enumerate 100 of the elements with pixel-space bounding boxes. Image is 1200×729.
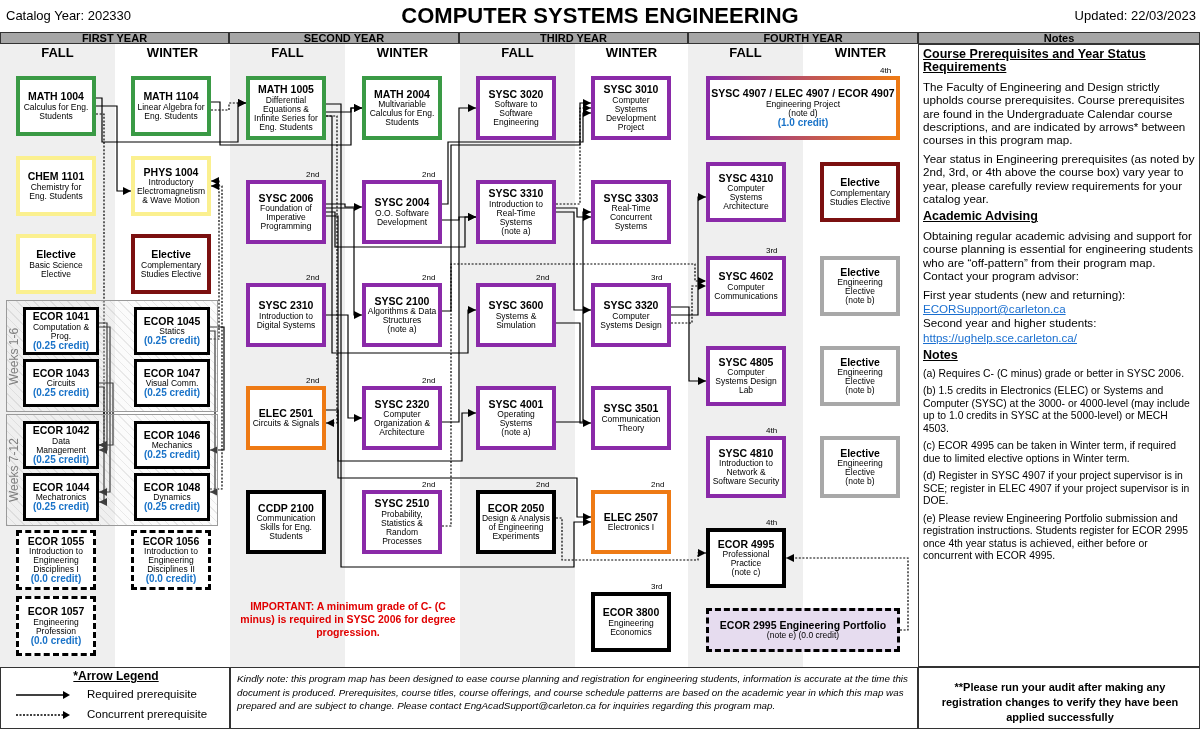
warning-note: IMPORTANT: A minimum grade of C- (C minus) is required in SYSC 2006 for degree progression. xyxy=(239,600,457,636)
course-box xyxy=(246,490,326,554)
course-title: Algorithms & Data Structures xyxy=(367,307,437,326)
course-title: Basic Science Elective xyxy=(28,260,84,279)
year-status-note: 2nd xyxy=(536,480,550,489)
course-title: Mechatronics xyxy=(35,493,87,502)
course-box xyxy=(476,180,556,244)
course-title: (note a) xyxy=(387,325,417,335)
course-code: SYSC 4907 / ELEC 4907 / ECOR 4907 xyxy=(711,88,895,100)
dashed-arrow xyxy=(209,181,223,490)
course-code: SYSC 2320 xyxy=(374,398,430,411)
course-code: ECOR 3800 xyxy=(602,607,660,619)
course-code: ECOR 1056 xyxy=(142,535,200,547)
course-box xyxy=(476,386,556,450)
course-title: Multivariable Calculus for Eng. Students xyxy=(368,100,436,128)
course-title: Engineering Elective xyxy=(836,459,884,478)
course-code: ECOR 2995 Engineering Portfolio xyxy=(719,619,887,632)
arrow xyxy=(209,330,219,497)
course-box xyxy=(820,436,900,498)
course-code: ECOR 1043 xyxy=(32,367,90,379)
course-code: CCDP 2100 xyxy=(258,502,314,514)
credit-value: (0.25 credit) xyxy=(143,336,201,347)
credit-value: (0.0 credit) xyxy=(30,635,82,646)
course-box xyxy=(16,76,96,136)
course-title: (note a) xyxy=(501,226,531,236)
paragraph: The Faculty of Engineering and Design strictly upholds course prerequisites. Course prerequisites are found in the Undergraduate Calendar course descriptions, and are indicated by arrows* between courses in this program map. xyxy=(923,79,1187,147)
course-box xyxy=(820,162,900,222)
course-box xyxy=(476,283,556,347)
course-title: (note d) xyxy=(788,108,818,118)
year-status-note: 3rd xyxy=(651,582,663,591)
course-code: ECOR 1046 xyxy=(143,429,201,441)
course-title: Electronics I xyxy=(607,523,655,533)
course-code: PHYS 1004 xyxy=(143,166,199,178)
course-title: Chemistry for Eng. Students xyxy=(28,182,84,201)
course-title: (note c) xyxy=(731,568,761,578)
course-title: Design & Analysis of Engineering Experiments xyxy=(481,514,551,542)
course-title: Engineering Project xyxy=(765,99,841,109)
year-status-note: 2nd xyxy=(422,480,436,489)
course-box xyxy=(820,256,900,316)
url-link: https://ughelp.sce.carleton.ca/ xyxy=(923,330,1078,345)
arrow xyxy=(555,207,592,222)
course-box xyxy=(131,530,211,590)
course-title: (note a) xyxy=(501,428,531,438)
dashed-arrow xyxy=(209,176,220,340)
course-code: SYSC 4805 xyxy=(718,356,774,369)
course-code: SYSC 3320 xyxy=(603,300,659,312)
group-label: Weeks 1-6 xyxy=(7,326,21,387)
term-header: FALL xyxy=(500,45,535,59)
arrow xyxy=(325,207,363,320)
course-title: Communication Skills for Eng. Students xyxy=(255,514,317,542)
arrow xyxy=(325,215,477,462)
course-title: Professional Practice xyxy=(721,550,771,569)
course-title: Circuits xyxy=(46,379,76,388)
course-box xyxy=(134,473,210,521)
course-title: Linear Algebra for Eng. Students xyxy=(136,102,206,121)
course-code: ELEC 2507 xyxy=(603,511,659,523)
course-code: SYSC 3010 xyxy=(603,84,659,96)
arrow xyxy=(98,322,108,455)
course-box xyxy=(706,608,900,652)
course-box xyxy=(706,76,900,140)
course-title: (note e) (0.0 credit) xyxy=(766,631,840,641)
course-box xyxy=(134,421,210,469)
course-box xyxy=(246,386,326,450)
arrow xyxy=(325,409,592,522)
course-code: ECOR 2050 xyxy=(487,502,545,514)
course-title: (note b) xyxy=(845,477,875,487)
arrow xyxy=(441,212,477,423)
year-header: FOURTH YEAR xyxy=(688,32,918,44)
disclaimer-text: Kindly note: this program map has been designed to ease course planning and registration for engineering students, information is accurate at the time this document is produced. Prerequisites, course titles, course offerings, and course schedule patterns are based on the academic year in which this map was prepared and are subject to change. Please contact EngAcadSupport@carleton.ca for inquiries regarding this program map. xyxy=(237,672,909,713)
arrow xyxy=(209,326,225,455)
course-code: ECOR 1045 xyxy=(143,315,201,327)
arrow xyxy=(325,202,363,212)
note-text: (c) ECOR 4995 can be taken in Winter term, if required due to limited elective options in Winter term. xyxy=(923,440,1177,466)
credit-value: (0.25 credit) xyxy=(32,340,90,351)
year-status-note: 2nd xyxy=(306,273,320,282)
credit-value: (0.25 credit) xyxy=(32,388,90,399)
credit-value: (0.25 credit) xyxy=(32,502,90,513)
year-status-note: 2nd xyxy=(422,376,436,385)
credit-value: (0.25 credit) xyxy=(143,388,201,399)
course-code: ECOR 1044 xyxy=(32,481,90,493)
year-header: SECOND YEAR xyxy=(229,32,459,44)
course-title: Computer Systems Architecture xyxy=(722,184,770,212)
course-box xyxy=(706,346,786,406)
course-title: Computer Systems Development Project xyxy=(604,95,658,132)
course-title: Real-Time Concurrent Systems xyxy=(608,204,654,232)
course-box xyxy=(362,283,442,347)
course-code: MATH 1005 xyxy=(258,84,314,96)
course-box xyxy=(591,180,671,244)
course-title: Engineering Elective xyxy=(836,368,884,387)
year-status-note: 2nd xyxy=(306,170,320,179)
course-code: Elective xyxy=(840,266,880,278)
course-title: Computer Organization & Architecture xyxy=(372,410,432,438)
course-code: SYSC 3303 xyxy=(603,192,659,204)
course-box xyxy=(23,473,99,521)
section-heading: Academic Advising xyxy=(923,210,1039,224)
note-text: (d) Register in SYSC 4907 if your project supervisor is in SCE; register in ELEC 4907 if your project supervisor is in DOE. xyxy=(923,470,1191,508)
course-title: Visual Comm. xyxy=(145,379,199,388)
year-status-note: 3rd xyxy=(766,246,778,255)
credit-value: (0.25 credit) xyxy=(143,450,201,461)
course-code: SYSC 4810 xyxy=(718,447,774,459)
